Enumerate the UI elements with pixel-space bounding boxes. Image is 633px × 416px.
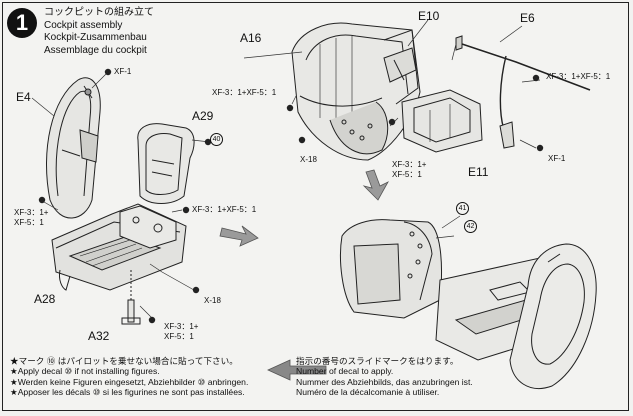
label-part-a29: A29	[192, 109, 214, 123]
paint-label-xf3-xf5-a32-a: XF-3：1+	[164, 322, 199, 331]
title-en: Cockpit assembly	[44, 19, 123, 31]
label-part-a16: A16	[240, 31, 262, 45]
part-a32-drawing	[121, 270, 141, 325]
paint-label-xf3-xf5-left-b: XF-5：1	[14, 218, 44, 227]
part-a29-drawing	[137, 123, 195, 204]
label-part-e10: E10	[418, 9, 440, 23]
paint-label-xf3-xf5-e11-a: XF-3：1+	[392, 160, 427, 169]
note-figures-fr: ★Apposer les décals ⑩ si les figurines n…	[10, 387, 245, 398]
decal-callout-42: 42	[464, 220, 477, 233]
assembly-arrows	[219, 169, 389, 381]
title-fr: Assemblage du cockpit	[44, 44, 147, 56]
paint-label-xf3-xf5-a16: XF-3：1+XF-5：1	[212, 88, 277, 97]
label-part-a32: A32	[88, 329, 110, 343]
note-decal-de: Nummer des Abziehbilds, das anzubringen …	[296, 376, 473, 387]
note-decal-jp: 指示の番号のスライドマークをはります。	[296, 356, 459, 366]
decal-callout-40: 40	[210, 133, 223, 146]
paint-label-xf3-xf5-e6: XF-3：1+XF-5：1	[546, 72, 611, 81]
paint-markers	[38, 68, 544, 324]
assembled-cockpit-drawing	[340, 219, 597, 389]
paint-label-xf3-xf5-mid: XF-3：1+XF-5：1	[192, 205, 257, 214]
paint-label-xf1-left: XF-1	[114, 67, 132, 76]
label-part-e4: E4	[16, 90, 31, 104]
paint-label-x18-a16: X-18	[300, 155, 317, 164]
step-number-badge: 1	[7, 8, 37, 38]
note-decal-en: Number of decal to apply.	[296, 366, 394, 377]
label-part-e11: E11	[468, 165, 489, 179]
paint-label-xf3-xf5-e11-b: XF-5：1	[392, 170, 422, 179]
paint-label-x18-mid: X-18	[204, 296, 221, 305]
note-decal-fr: Numéro de la décalcomanie à utiliser.	[296, 387, 440, 398]
notes-figures: ★マーク ⑩ はパイロットを乗せない場合に貼って下さい。 ★Apply deca…	[10, 356, 248, 398]
paint-label-xf1-e6: XF-1	[548, 154, 566, 163]
step-titles: コックピットの組み立て Cockpit assembly Kockpit-Zus…	[44, 7, 154, 57]
note-figures-de: ★Werden keine Figuren eingesetzt, Abzieh…	[10, 376, 249, 387]
notes-decal-number: 指示の番号のスライドマークをはります。 Number of decal to a…	[296, 356, 473, 398]
part-a28-drawing	[51, 203, 187, 291]
label-part-a28: A28	[34, 292, 56, 306]
leader-lines	[31, 19, 541, 319]
label-part-e6: E6	[520, 11, 535, 25]
note-figures-jp: ★マーク ⑩ はパイロットを乗せない場合に貼って下さい。	[10, 356, 238, 366]
part-e4-drawing	[46, 77, 101, 219]
part-e10-drawing	[383, 47, 417, 83]
title-jp: コックピットの組み立て	[44, 7, 154, 18]
decal-callout-41: 41	[456, 202, 469, 215]
note-figures-en: ★Apply decal ⑩ if not installing figures…	[10, 366, 160, 377]
part-a16-drawing	[291, 22, 421, 161]
title-de: Kockpit-Zusammenbau	[44, 32, 147, 43]
part-e11-drawing	[401, 89, 483, 153]
paint-label-xf3-xf5-a32-b: XF-5：1	[164, 332, 194, 341]
part-e6-drawing	[455, 35, 591, 149]
paint-label-xf3-xf5-left-a: XF-3：1+	[14, 208, 49, 217]
